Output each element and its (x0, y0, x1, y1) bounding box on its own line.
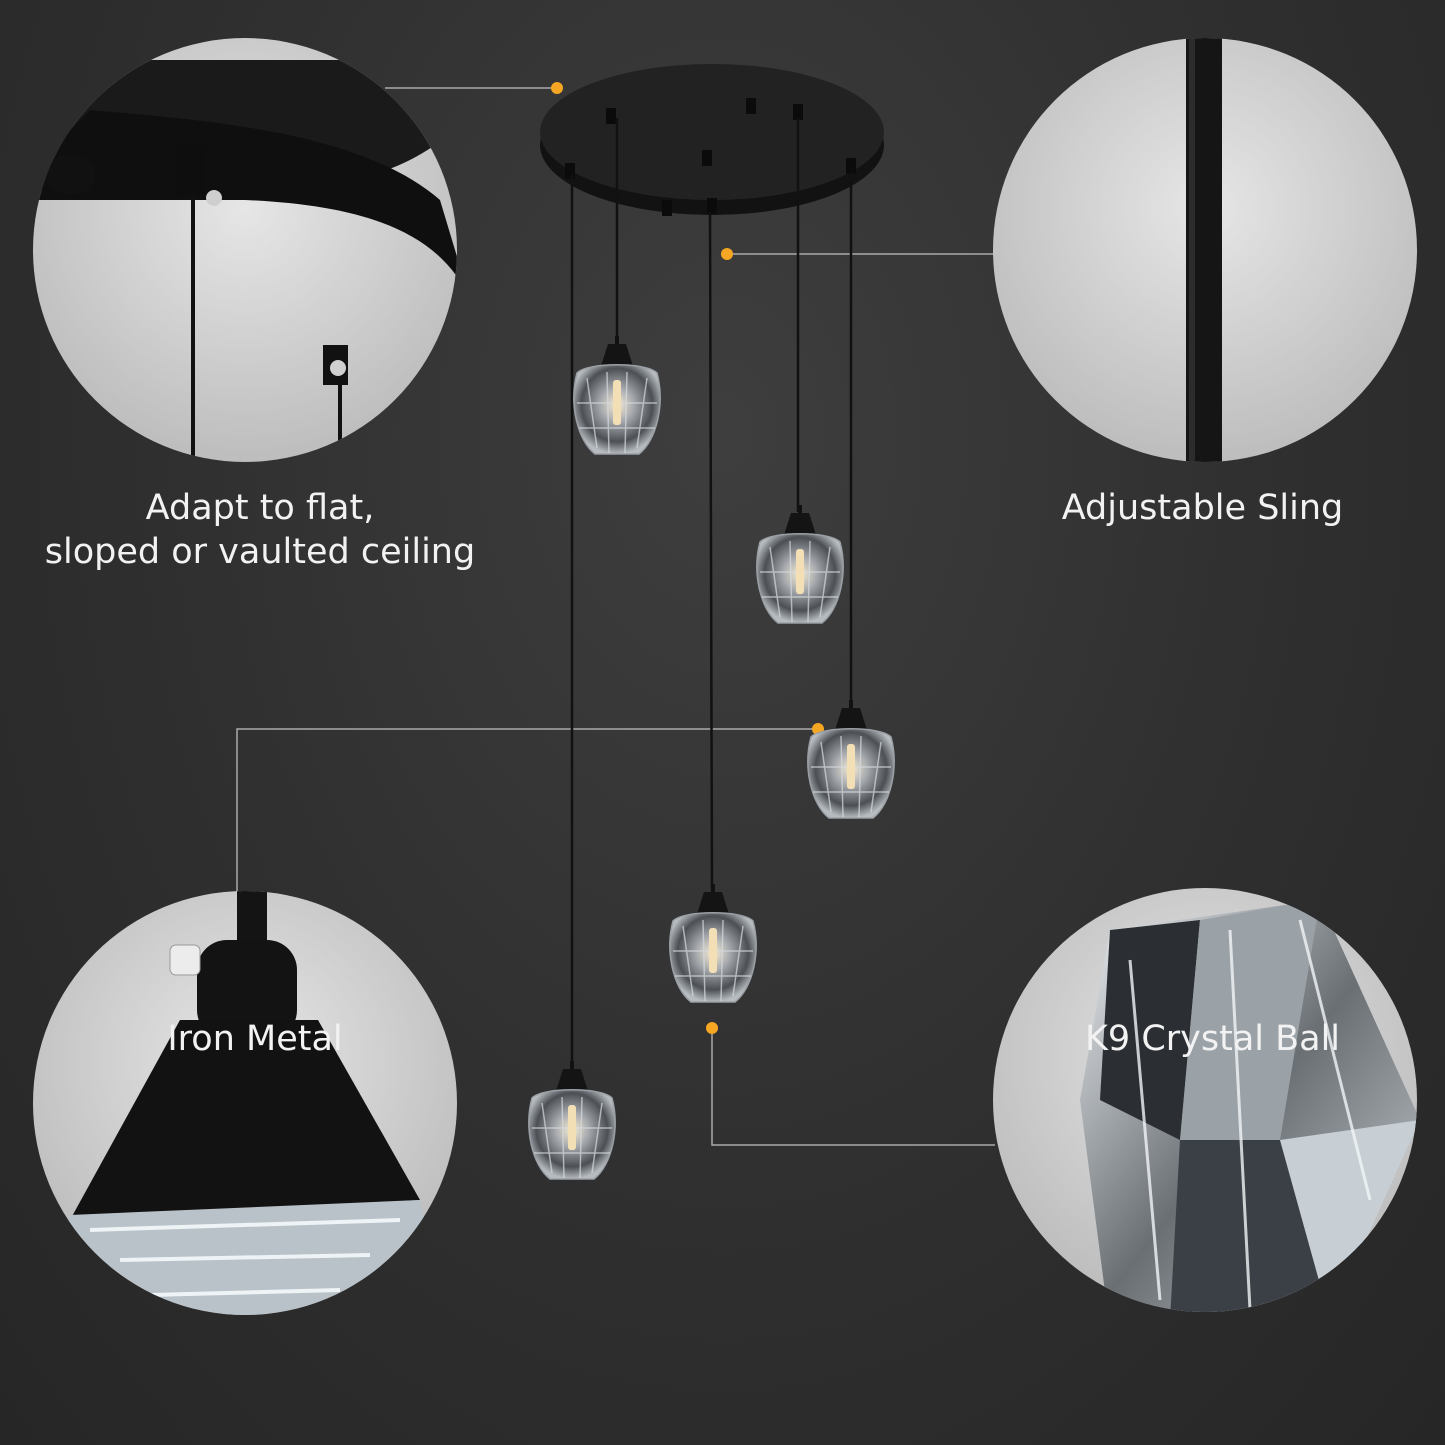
ceiling-canopy (540, 64, 884, 216)
caption-adjustable-sling: Adjustable Sling (1061, 488, 1344, 528)
pendant-cords (570, 118, 853, 1068)
pendant-5 (528, 1060, 616, 1180)
iron-shade-detail-icon (33, 891, 457, 1315)
caption-k9-crystal: K9 Crystal Ball (1084, 1019, 1341, 1059)
pendant-3 (807, 699, 895, 819)
pendant-4 (669, 883, 757, 1003)
canopy-detail-icon (33, 38, 457, 462)
caption-ceiling-adapt-line1: Adapt to flat, (145, 488, 375, 528)
sling-cord-detail-icon (993, 38, 1417, 462)
caption-ceiling-adapt-line2: sloped or vaulted ceiling (44, 532, 476, 572)
pendant-2 (756, 504, 844, 624)
pendant-1 (573, 335, 661, 455)
caption-iron-metal: Iron Metal (167, 1019, 343, 1059)
k9-crystal-detail-icon (993, 888, 1417, 1312)
caption-ceiling-adapt: Adapt to flat, sloped or vaulted ceiling (30, 486, 490, 574)
